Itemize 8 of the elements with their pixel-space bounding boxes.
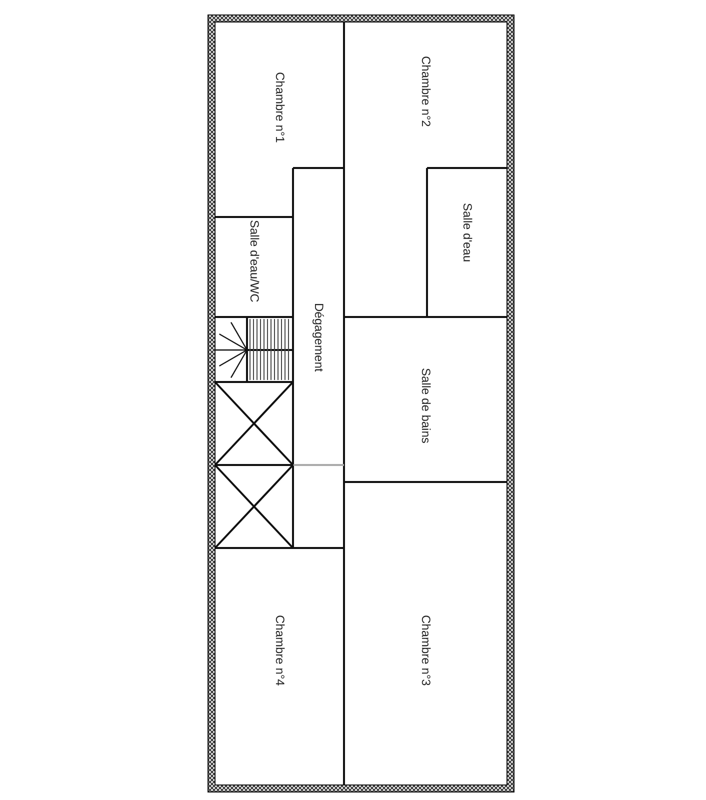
room-label: Chambre n°4: [272, 615, 286, 686]
room-label: Salle d'eau/WC: [247, 220, 261, 302]
room-label: Dégagement: [312, 303, 326, 372]
room-label: Salle d'eau: [460, 203, 474, 262]
room-label: Chambre n°2: [418, 56, 432, 127]
room-label: Chambre n°1: [272, 72, 286, 143]
room-label: Chambre n°3: [418, 615, 432, 686]
room-label: Salle de bains: [418, 368, 432, 444]
